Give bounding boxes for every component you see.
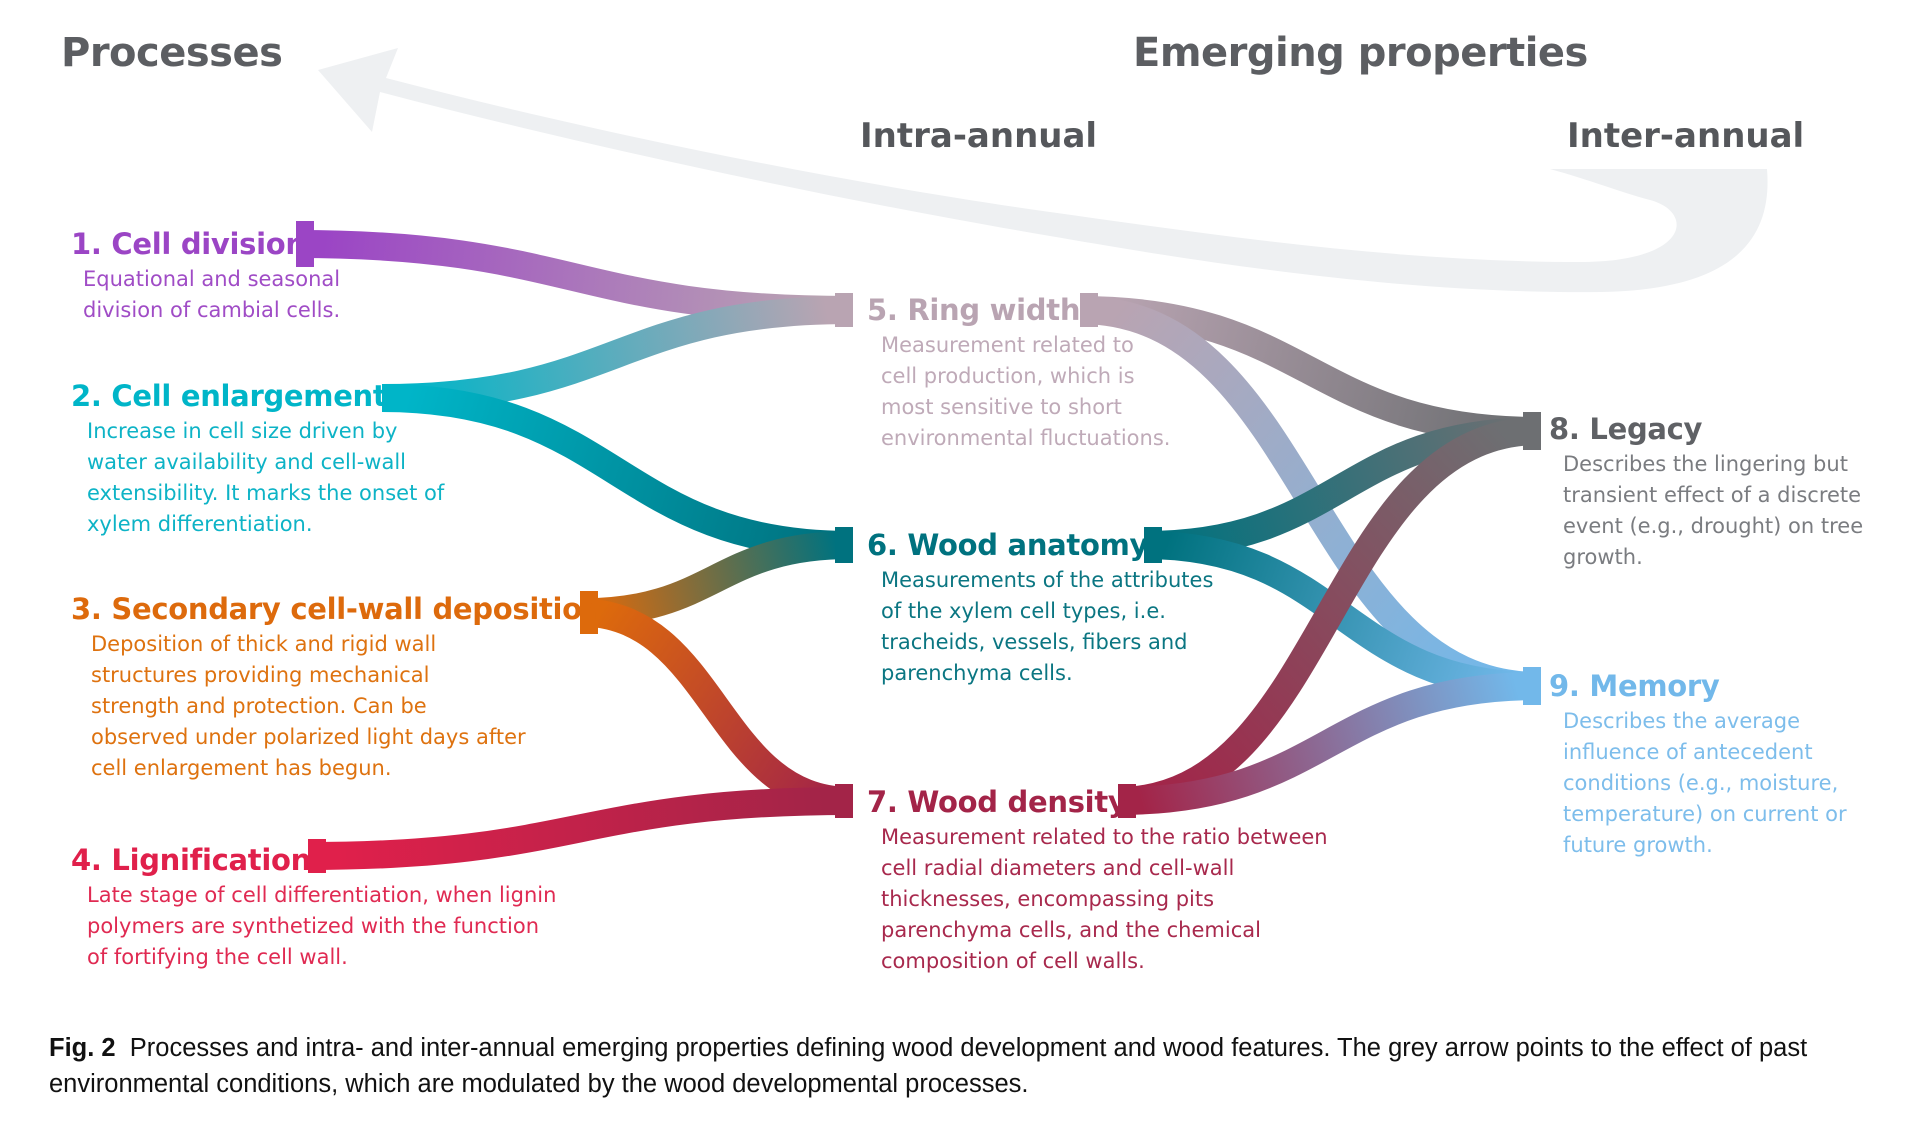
inter-annual-header: Inter-annual bbox=[1567, 116, 1805, 156]
description-line: Deposition of thick and rigid wall bbox=[91, 632, 437, 656]
description-line: cell production, which is bbox=[881, 364, 1135, 388]
node-bar-wood-anatomy-out bbox=[1144, 527, 1162, 563]
description-line: water availability and cell-wall bbox=[87, 450, 406, 474]
node-bar-wood-anatomy-in bbox=[835, 527, 853, 563]
description-line: Increase in cell size driven by bbox=[87, 419, 398, 443]
node-description: Increase in cell size driven by water ava… bbox=[87, 416, 444, 540]
description-line: event (e.g., drought) on tree bbox=[1563, 514, 1864, 538]
intra-annual-header: Intra-annual bbox=[860, 116, 1098, 156]
node-title: 8. Legacy bbox=[1549, 412, 1703, 446]
description-line: transient effect of a discrete bbox=[1563, 483, 1862, 507]
description-line: most sensitive to short bbox=[881, 395, 1122, 419]
node-title: 5. Ring width bbox=[867, 293, 1081, 327]
description-line: extensibility. It marks the onset of bbox=[87, 481, 445, 505]
description-line: Describes the average bbox=[1563, 709, 1801, 733]
node-description: Equational and seasonal division of cambi… bbox=[83, 264, 340, 326]
property-legacy: 8. Legacy Describes the lingering but tra… bbox=[1549, 411, 1863, 573]
description-line: environmental fluctuations. bbox=[881, 426, 1171, 450]
description-line: parenchyma cells. bbox=[881, 661, 1073, 685]
flow-cell-enlargement-to-ring-width bbox=[381, 296, 852, 412]
description-line: tracheids, vessels, fibers and bbox=[881, 630, 1188, 654]
flow-cell-division-to-ring-width bbox=[295, 230, 852, 324]
node-title: 3. Secondary cell-wall deposition bbox=[71, 592, 603, 626]
flow-wood-density-to-legacy bbox=[1117, 417, 1540, 815]
process-secondary-cell-wall-deposition: 3. Secondary cell-wall deposition Deposi… bbox=[71, 591, 602, 784]
node-bar-cell-enlargement-out bbox=[382, 385, 400, 411]
feedback-arrow bbox=[318, 48, 1768, 293]
node-description: Describes the average influence of antece… bbox=[1563, 706, 1847, 861]
process-cell-enlargement: 2. Cell enlargement Increase in cell siz… bbox=[71, 378, 444, 540]
description-line: cell enlargement has begun. bbox=[91, 756, 392, 780]
flow-secondary-wall-to-wood-density bbox=[579, 598, 852, 815]
description-line: division of cambial cells. bbox=[83, 298, 341, 322]
caption-text: Processes and intra- and inter-annual em… bbox=[49, 1034, 1808, 1098]
figure-caption: Fig. 2 Processes and intra- and inter-an… bbox=[49, 1030, 1879, 1102]
emerging-properties-header: Emerging properties bbox=[1133, 30, 1588, 76]
node-description: Measurement related to the ratio between… bbox=[881, 822, 1328, 977]
description-line: temperature) on current or bbox=[1563, 802, 1847, 826]
node-title: 2. Cell enlargement bbox=[71, 379, 387, 413]
processes-header: Processes bbox=[61, 30, 283, 76]
property-wood-anatomy: 6. Wood anatomy Measurements of the attr… bbox=[867, 527, 1213, 689]
description-line: observed under polarized light days afte… bbox=[91, 725, 526, 749]
node-title: 6. Wood anatomy bbox=[867, 528, 1149, 562]
node-bar-memory-in bbox=[1523, 667, 1541, 705]
description-line: Equational and seasonal bbox=[83, 267, 341, 291]
node-description: Measurements of the attributes of the xyl… bbox=[881, 565, 1213, 689]
node-bar-wood-density-out bbox=[1118, 784, 1136, 818]
node-bar-lignification-out bbox=[308, 839, 326, 873]
description-line: future growth. bbox=[1563, 833, 1713, 857]
description-line: Describes the lingering but bbox=[1563, 452, 1848, 476]
node-title: 9. Memory bbox=[1549, 669, 1720, 703]
flow-wood-density-to-memory bbox=[1117, 672, 1540, 815]
property-memory: 9. Memory Describes the average influence… bbox=[1549, 668, 1847, 861]
property-wood-density: 7. Wood density Measurement related to t… bbox=[867, 784, 1328, 977]
description-line: Measurement related to the ratio between bbox=[881, 825, 1328, 849]
description-line: composition of cell walls. bbox=[881, 949, 1145, 973]
node-title: 1. Cell division bbox=[71, 227, 306, 261]
node-bar-cell-division-out bbox=[296, 221, 314, 267]
description-line: of the xylem cell types, i.e. bbox=[881, 599, 1166, 623]
flow-lignification-to-wood-density bbox=[307, 787, 852, 870]
description-line: of fortifying the cell wall. bbox=[87, 945, 348, 969]
process-lignification: 4. Lignification Late stage of cell diff… bbox=[71, 842, 556, 973]
description-line: growth. bbox=[1563, 545, 1643, 569]
property-ring-width: 5. Ring width Measurement related to cell… bbox=[867, 292, 1170, 454]
node-description: Deposition of thick and rigid wall struct… bbox=[91, 629, 602, 784]
description-line: Measurements of the attributes bbox=[881, 568, 1214, 592]
process-cell-division: 1. Cell division Equational and seasonal… bbox=[71, 226, 340, 326]
node-description: Late stage of cell differentiation, when… bbox=[87, 880, 556, 973]
description-line: conditions (e.g., moisture, bbox=[1563, 771, 1839, 795]
node-bar-legacy-in bbox=[1523, 412, 1541, 450]
node-bar-secondary-wall-out bbox=[580, 591, 598, 634]
node-bar-ring-width-out bbox=[1080, 293, 1098, 327]
figure-label: Fig. 2 bbox=[49, 1034, 116, 1062]
description-line: structures providing mechanical bbox=[91, 663, 430, 687]
description-line: strength and protection. Can be bbox=[91, 694, 427, 718]
description-line: parenchyma cells, and the chemical bbox=[881, 918, 1261, 942]
description-line: Measurement related to bbox=[881, 333, 1134, 357]
description-line: Late stage of cell differentiation, when… bbox=[87, 883, 557, 907]
description-line: cell radial diameters and cell-wall bbox=[881, 856, 1235, 880]
description-line: thicknesses, encompassing pits bbox=[881, 887, 1215, 911]
node-bar-ring-width-in bbox=[835, 293, 853, 327]
description-line: polymers are synthetized with the functi… bbox=[87, 914, 540, 938]
description-line: influence of antecedent bbox=[1563, 740, 1813, 764]
flow-secondary-wall-to-wood-anatomy bbox=[579, 531, 852, 627]
description-line: xylem differentiation. bbox=[87, 512, 313, 536]
node-bar-wood-density-in bbox=[835, 784, 853, 818]
node-description: Describes the lingering but transient eff… bbox=[1563, 449, 1863, 573]
node-title: 7. Wood density bbox=[867, 785, 1127, 819]
flow-cell-enlargement-to-wood-anatomy bbox=[381, 384, 852, 559]
node-description: Measurement related to cell production, w… bbox=[881, 330, 1170, 454]
node-title: 4. Lignification bbox=[71, 843, 311, 877]
